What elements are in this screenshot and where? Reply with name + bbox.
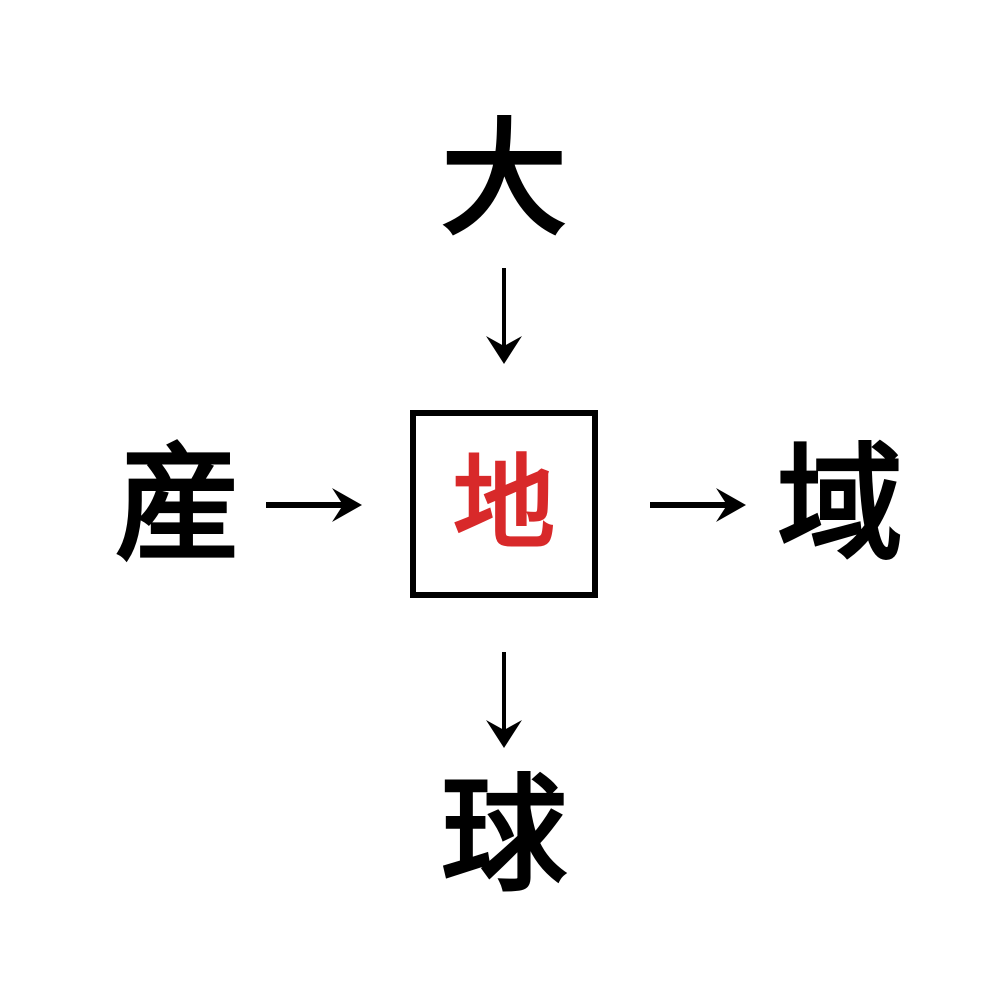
kanji-node-left: 産 [115, 431, 241, 578]
arrow-right-center-to-right [650, 478, 746, 532]
kanji-node-bottom: 球 [441, 762, 567, 909]
arrow-down-center-to-bottom [470, 652, 538, 748]
kanji-node-right: 域 [777, 431, 903, 578]
kanji-node-top: 大 [441, 106, 567, 253]
center-kanji-character: 地 [453, 445, 555, 564]
arrow-down-top-to-center [470, 268, 538, 364]
center-kanji-box: 地 [410, 410, 598, 598]
arrow-right-left-to-center [266, 478, 362, 532]
